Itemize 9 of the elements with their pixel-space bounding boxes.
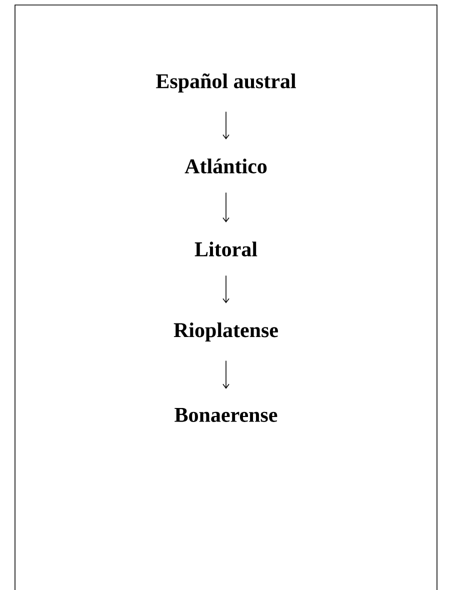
- dialect-label: Atlántico: [184, 158, 267, 174]
- dialect-label: Litoral: [194, 242, 258, 256]
- arrow: [222, 275, 230, 304]
- arrow: [222, 360, 230, 389]
- dialect-label: Rioplatense: [174, 322, 278, 342]
- arrow: [222, 111, 230, 140]
- arrow: [222, 192, 230, 222]
- dialect-label: Bonaerense: [174, 408, 278, 422]
- dialect-label: Español austral: [156, 73, 296, 93]
